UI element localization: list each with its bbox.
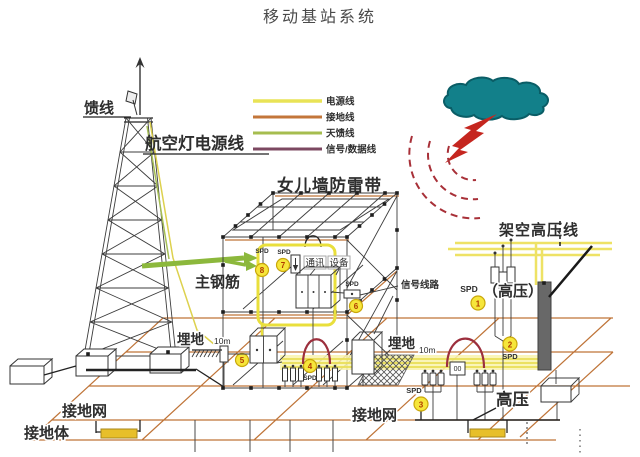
electric-meter: 00 [449, 361, 466, 420]
feeder-cable [146, 125, 170, 260]
buried-left-depth: 10m [214, 336, 231, 346]
equipment-room: SPD 7 SPD 8 通讯 设备 SPD 6 [224, 243, 399, 360]
bonding-loop-right [445, 337, 486, 369]
spd-unit-1: 1 [470, 295, 486, 311]
indoor-power-devices: 5 4 SPD [219, 326, 338, 387]
buried-right-depth: 10m [419, 345, 436, 355]
svg-text:3: 3 [419, 401, 424, 410]
legend: 电源线 接地线 天馈线 信号/数据线 [253, 96, 377, 156]
spd5-device [219, 345, 229, 363]
comm-equipment-label-2: 设备 [329, 257, 349, 269]
emp-wave-arcs-icon [408, 135, 481, 220]
spd1-label: SPD [460, 284, 477, 294]
aviation-power-label: 航空灯电源线 [145, 133, 245, 153]
svg-text:7: 7 [281, 261, 286, 270]
tower-cables [141, 121, 258, 346]
spd7-label: SPD [277, 249, 291, 256]
cloud-icon [443, 76, 549, 121]
spd-unit-2: 2 [502, 336, 518, 352]
hv-incoming-line [548, 245, 593, 298]
buried-left-label: 埋地 [177, 331, 204, 347]
tower-foundations [9, 345, 191, 385]
spd3-label: SPD [406, 386, 422, 395]
storm [408, 76, 549, 220]
svg-text:5: 5 [240, 356, 245, 365]
legend-label-antenna-feeder: 天馈线 [326, 128, 355, 140]
spd6-label: SPD [345, 281, 359, 288]
legend-label-power: 电源线 [326, 96, 355, 108]
earth-electrode-right [469, 428, 506, 438]
antenna-tower [9, 57, 225, 388]
spd-unit-8: 8 [254, 262, 270, 278]
overhead-hv-label: 架空高压线 [498, 221, 579, 239]
spd-unit-7: 7 [275, 257, 291, 273]
svg-text:8: 8 [260, 266, 265, 275]
ground-body-label: 接地体 [24, 424, 70, 442]
signal-route-label: 信号线路 [401, 279, 440, 291]
spd4-device-row [282, 364, 338, 387]
hv-section: 00 [415, 221, 612, 456]
svg-text:6: 6 [354, 302, 359, 311]
hv-overhead-lines [448, 241, 612, 285]
feeder-cable-tray [141, 255, 245, 269]
hv-paren-label: （高压） [483, 282, 543, 300]
bonding-loop-left [301, 338, 332, 365]
spd4-label: SPD [303, 375, 317, 382]
lightning-rod-tip-icon [135, 57, 145, 68]
feeder-entry-arrow-icon [246, 260, 257, 271]
ground-net-mid-label: 接地网 [352, 406, 397, 424]
earth-electrode-left-group [95, 420, 141, 439]
spd-unit-5: 5 [234, 352, 250, 368]
feeder-entry [224, 259, 247, 267]
comm-cabinet [295, 265, 342, 309]
hv-label: 高压 [496, 389, 530, 409]
main-rebar-label: 主钢筋 [195, 273, 240, 291]
buried-right-label: 埋地 [388, 335, 415, 351]
spd-unit-3: 3 [413, 396, 429, 412]
spd3-device-rows [421, 369, 497, 420]
legend-label-signal: 信号/数据线 [326, 144, 377, 156]
comm-equipment-label-1: 通讯 [305, 258, 325, 269]
outdoor-cabinet [351, 330, 384, 386]
antenna-dish-icon [125, 90, 138, 116]
ground-net-left-label: 接地网 [62, 402, 107, 420]
parapet-belt-label: 女儿墙防雷带 [277, 175, 382, 195]
spd-unit-4: 4 [302, 358, 318, 374]
room-outline [256, 243, 337, 327]
outdoor-cabinet-area [351, 330, 415, 386]
page-title: 移动基站系统 [263, 8, 377, 26]
spd8-label: SPD [255, 248, 269, 255]
spd-unit-6: 6 [348, 298, 364, 314]
legend-label-ground: 接地线 [326, 112, 355, 124]
aviation-power-cable [149, 121, 216, 346]
spd2-label: SPD [502, 352, 518, 361]
lightning-bolt-icon [445, 114, 497, 163]
earth-rod-drops [194, 420, 334, 452]
power-cabinet [249, 326, 287, 364]
feeder-label: 馈线 [83, 99, 114, 117]
pole-arresters [490, 238, 516, 420]
earth-electrode-left [100, 428, 138, 439]
transformer-box [540, 370, 581, 420]
buried-symbol-left [191, 349, 222, 358]
svg-text:4: 4 [308, 362, 313, 371]
meter-reading: 00 [454, 366, 462, 373]
svg-text:2: 2 [508, 341, 513, 350]
svg-text:1: 1 [476, 300, 481, 309]
